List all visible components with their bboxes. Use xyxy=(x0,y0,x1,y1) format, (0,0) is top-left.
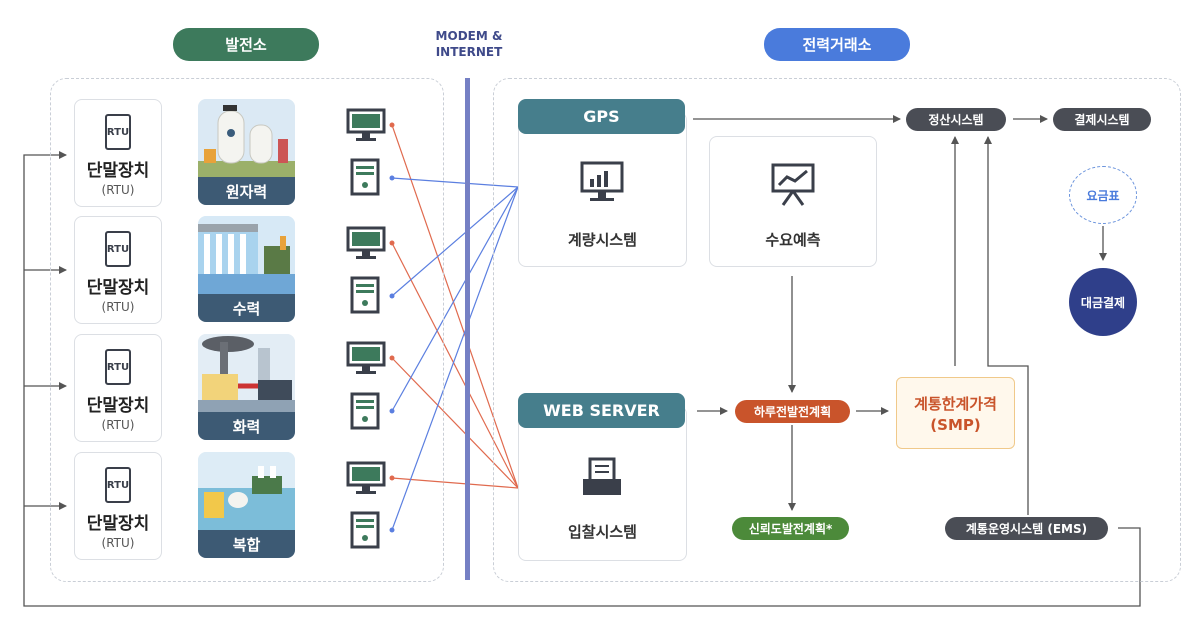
presentation-board-icon xyxy=(771,163,815,206)
plant-label: 수력 xyxy=(198,294,295,322)
smp-line2: (SMP) xyxy=(930,415,981,434)
plant-card-thermal: 화력 xyxy=(198,334,295,440)
settlement-system-pill: 정산시스템 xyxy=(906,108,1006,131)
ems-pill: 계통운영시스템 (EMS) xyxy=(945,517,1108,540)
forecast-card: 수요예측 xyxy=(709,136,877,267)
web-server-header: WEB SERVER xyxy=(518,393,685,428)
rtu-name: 단말장치 xyxy=(86,514,150,534)
monitor-icon xyxy=(346,226,386,259)
rtu-name: 단말장치 xyxy=(86,161,150,181)
rtu-card-3: RTU 단말장치 (RTU) xyxy=(74,334,162,442)
rtu-card-2: RTU 단말장치 (RTU) xyxy=(74,216,162,324)
server-icon xyxy=(350,158,380,196)
rtu-sub: (RTU) xyxy=(101,418,135,432)
network-title-line2: INTERNET xyxy=(435,45,503,59)
plant-label: 복합 xyxy=(198,530,295,558)
chart-monitor-icon xyxy=(580,161,624,201)
bidding-card: 입찰시스템 xyxy=(518,406,687,561)
rtu-name: 단말장치 xyxy=(86,396,150,416)
network-section-title: MODEM & INTERNET xyxy=(425,28,513,60)
smp-box: 계통한계가격 (SMP) xyxy=(896,377,1015,449)
plant-group-box xyxy=(50,78,444,582)
rtu-card-4: RTU 단말장치 (RTU) xyxy=(74,452,162,560)
combined-plant-illustration xyxy=(198,452,295,530)
exchange-section-title: 전력거래소 xyxy=(764,28,910,61)
server-icon xyxy=(350,392,380,430)
rtu-card-1: RTU 단말장치 (RTU) xyxy=(74,99,162,207)
plant-card-hydro: 수력 xyxy=(198,216,295,322)
payment-system-pill: 결제시스템 xyxy=(1053,108,1151,131)
red-links xyxy=(391,124,519,489)
reliability-plan-pill: 신뢰도발전계획* xyxy=(732,517,849,540)
nuclear-plant-illustration xyxy=(198,99,295,177)
rtu-device-icon: RTU xyxy=(105,349,131,385)
metering-label: 계량시스템 xyxy=(567,231,637,249)
monitor-icon xyxy=(346,461,386,494)
day-ahead-plan-pill: 하루전발전계획 xyxy=(735,400,850,423)
plant-card-combined: 복합 xyxy=(198,452,295,558)
monitor-icon xyxy=(346,108,386,141)
document-tray-icon xyxy=(583,457,621,495)
payment-label: 대금결제 xyxy=(1080,295,1126,310)
gps-header: GPS xyxy=(518,99,685,134)
payment-circle: 대금결제 xyxy=(1069,268,1137,336)
network-bar xyxy=(465,78,470,580)
rtu-device-icon: RTU xyxy=(105,467,131,503)
smp-line1: 계통한계가격 xyxy=(914,394,997,413)
plant-label: 원자력 xyxy=(198,177,295,205)
rtu-device-icon: RTU xyxy=(105,114,131,150)
plant-section-title: 발전소 xyxy=(173,28,319,61)
hydro-plant-illustration xyxy=(198,216,295,294)
metering-card: 계량시스템 xyxy=(518,112,687,267)
plant-card-nuclear: 원자력 xyxy=(198,99,295,205)
forecast-label: 수요예측 xyxy=(765,231,821,249)
plant-label: 화력 xyxy=(198,412,295,440)
rtu-sub: (RTU) xyxy=(101,183,135,197)
server-icon xyxy=(350,276,380,314)
rtu-name: 단말장치 xyxy=(86,278,150,298)
blue-links xyxy=(391,177,519,531)
ems-to-settlement-arrow xyxy=(984,136,1029,515)
tariff-label: 요금표 xyxy=(1086,188,1120,203)
rtu-sub: (RTU) xyxy=(101,536,135,550)
thermal-plant-illustration xyxy=(198,334,295,412)
ems-feedback-loop xyxy=(23,151,1141,607)
bidding-label: 입찰시스템 xyxy=(567,523,637,541)
rtu-sub: (RTU) xyxy=(101,300,135,314)
rtu-device-icon: RTU xyxy=(105,231,131,267)
exchange-group-box xyxy=(493,78,1181,582)
monitor-icon xyxy=(346,341,386,374)
tariff-circle: 요금표 xyxy=(1069,166,1137,224)
network-title-line1: MODEM & xyxy=(435,29,503,43)
server-icon xyxy=(350,511,380,549)
